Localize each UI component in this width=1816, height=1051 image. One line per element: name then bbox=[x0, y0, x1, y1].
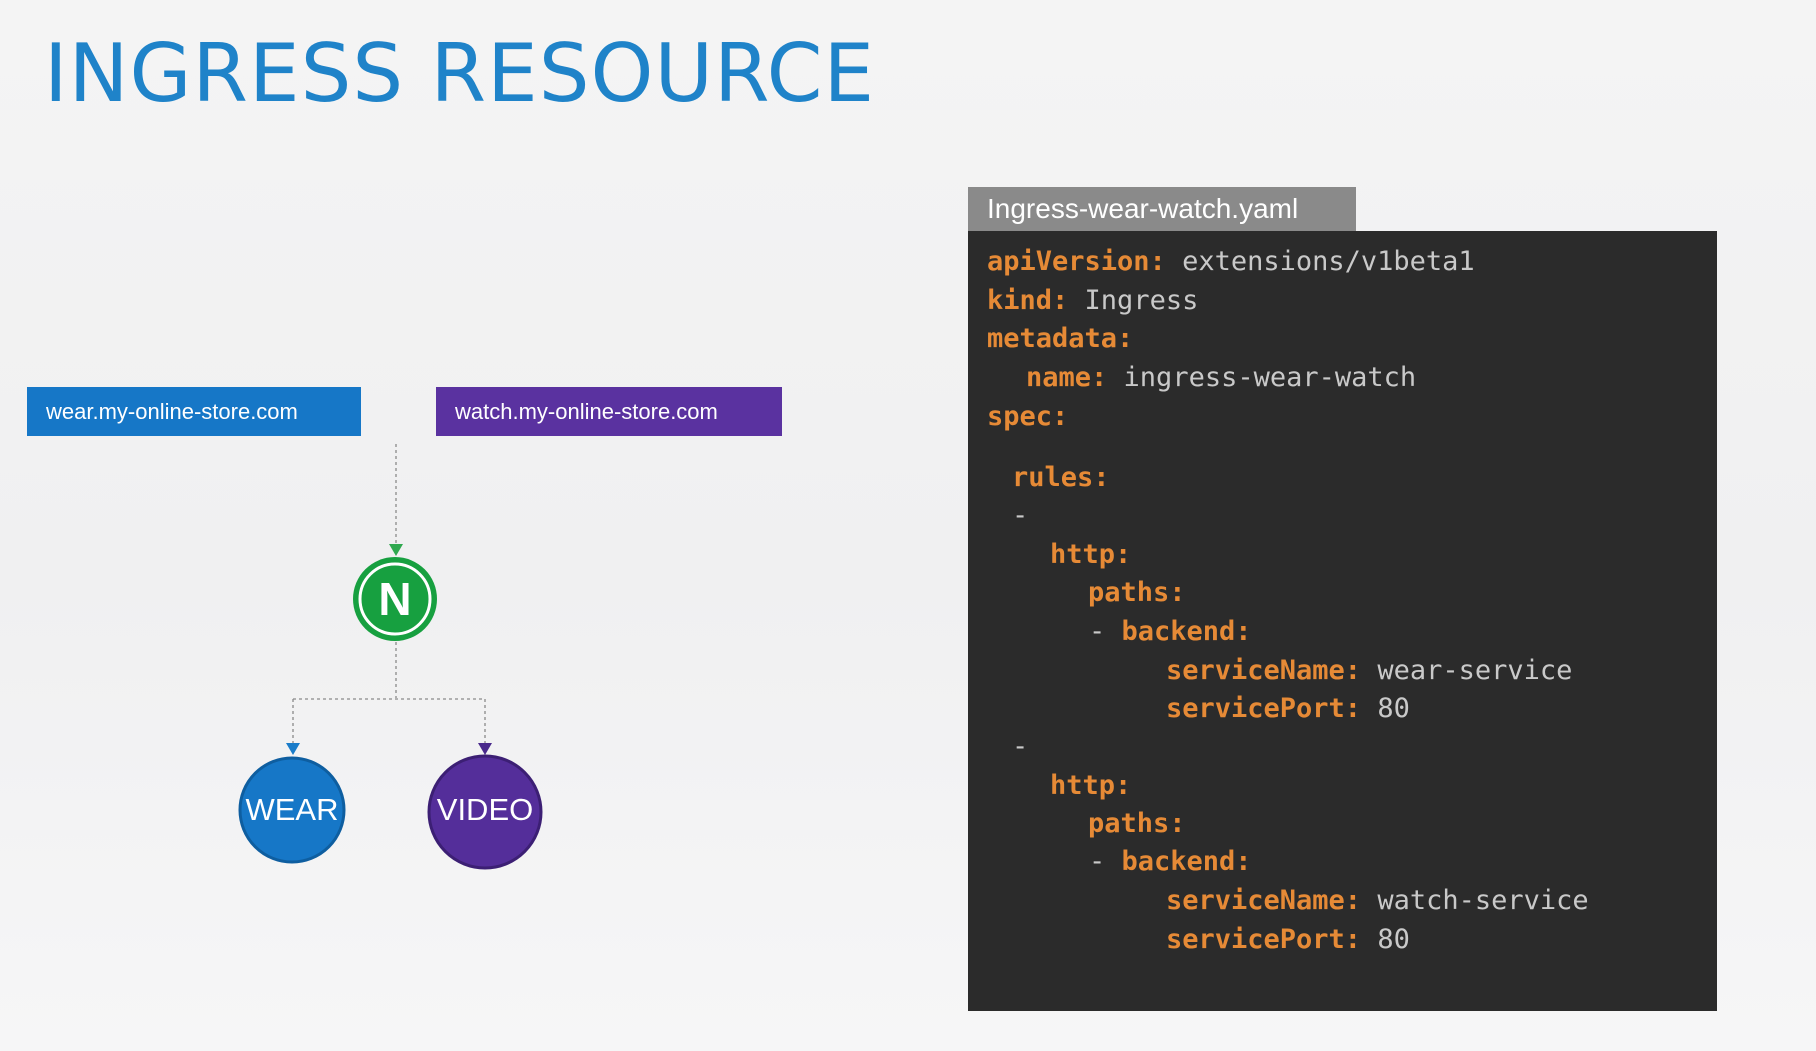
ingress-node-label: N bbox=[378, 573, 412, 625]
code-key: backend: bbox=[1121, 616, 1252, 647]
code-line-serviceport-1: servicePort: 80 bbox=[1166, 695, 1410, 722]
code-line-apiversion: apiVersion: extensions/v1beta1 bbox=[987, 248, 1475, 275]
code-line-http-2: http: bbox=[1050, 772, 1131, 799]
code-key: paths: bbox=[1088, 577, 1186, 608]
ingress-node-ring bbox=[353, 557, 437, 641]
code-line-paths-1: paths: bbox=[1088, 579, 1186, 606]
code-line-name: name: ingress-wear-watch bbox=[1026, 364, 1416, 391]
slide-title: INGRESS RESOURCE bbox=[44, 27, 875, 120]
code-value: Ingress bbox=[1084, 285, 1199, 316]
code-key: rules: bbox=[1012, 462, 1110, 493]
code-line-spec: spec: bbox=[987, 403, 1068, 430]
code-value: 80 bbox=[1377, 693, 1410, 724]
code-line-backend-1: - backend: bbox=[1089, 618, 1252, 645]
routing-diagram bbox=[238, 444, 543, 870]
code-line-rule-dash-1: - bbox=[1012, 502, 1028, 529]
code-line-serviceport-2: servicePort: 80 bbox=[1166, 926, 1410, 953]
code-line-rules: rules: bbox=[1012, 464, 1110, 491]
code-line-servicename-1: serviceName: wear-service bbox=[1166, 657, 1572, 684]
ingress-node-inner bbox=[358, 562, 432, 636]
code-line-kind: kind: Ingress bbox=[987, 287, 1198, 314]
code-key: apiVersion: bbox=[987, 246, 1166, 277]
code-value: wear-service bbox=[1377, 655, 1573, 686]
code-line-http-1: http: bbox=[1050, 541, 1131, 568]
code-line-servicename-2: serviceName: watch-service bbox=[1166, 887, 1589, 914]
code-line-metadata: metadata: bbox=[987, 325, 1133, 352]
code-line-backend-2: - backend: bbox=[1089, 848, 1252, 875]
code-dash: - bbox=[1089, 846, 1122, 877]
arrowhead-wear bbox=[286, 743, 300, 755]
wear-node-label: WEAR bbox=[245, 792, 339, 827]
code-key: servicePort: bbox=[1166, 693, 1362, 724]
yaml-code-panel: apiVersion: extensions/v1beta1 kind: Ing… bbox=[968, 231, 1717, 1011]
code-key: serviceName: bbox=[1166, 655, 1362, 686]
code-key: spec: bbox=[987, 401, 1069, 432]
code-line-paths-2: paths: bbox=[1088, 810, 1186, 837]
code-key: paths: bbox=[1088, 808, 1186, 839]
code-key: backend: bbox=[1121, 846, 1252, 877]
code-value: 80 bbox=[1377, 924, 1410, 955]
code-key: metadata: bbox=[987, 323, 1134, 354]
code-key: servicePort: bbox=[1166, 924, 1362, 955]
code-key: http: bbox=[1050, 770, 1132, 801]
code-value: watch-service bbox=[1377, 885, 1589, 916]
code-value: extensions/v1beta1 bbox=[1182, 246, 1475, 277]
arrowhead-video bbox=[478, 743, 492, 755]
code-dash: - bbox=[1089, 616, 1122, 647]
yaml-file-tab: Ingress-wear-watch.yaml bbox=[968, 187, 1356, 231]
code-line-rule-dash-2: - bbox=[1012, 733, 1028, 760]
watch-host-label: watch.my-online-store.com bbox=[436, 387, 782, 436]
code-key: serviceName: bbox=[1166, 885, 1362, 916]
code-key: kind: bbox=[987, 285, 1069, 316]
code-value: ingress-wear-watch bbox=[1123, 362, 1417, 393]
wear-host-label: wear.my-online-store.com bbox=[27, 387, 361, 436]
arrowhead-ingress bbox=[389, 544, 403, 556]
code-dash: - bbox=[1012, 731, 1029, 762]
wear-service-node bbox=[238, 756, 346, 864]
video-node-label: VIDEO bbox=[436, 792, 534, 827]
code-key: http: bbox=[1050, 539, 1132, 570]
code-dash: - bbox=[1012, 500, 1029, 531]
code-key: name: bbox=[1026, 362, 1108, 393]
video-service-node bbox=[427, 754, 543, 870]
